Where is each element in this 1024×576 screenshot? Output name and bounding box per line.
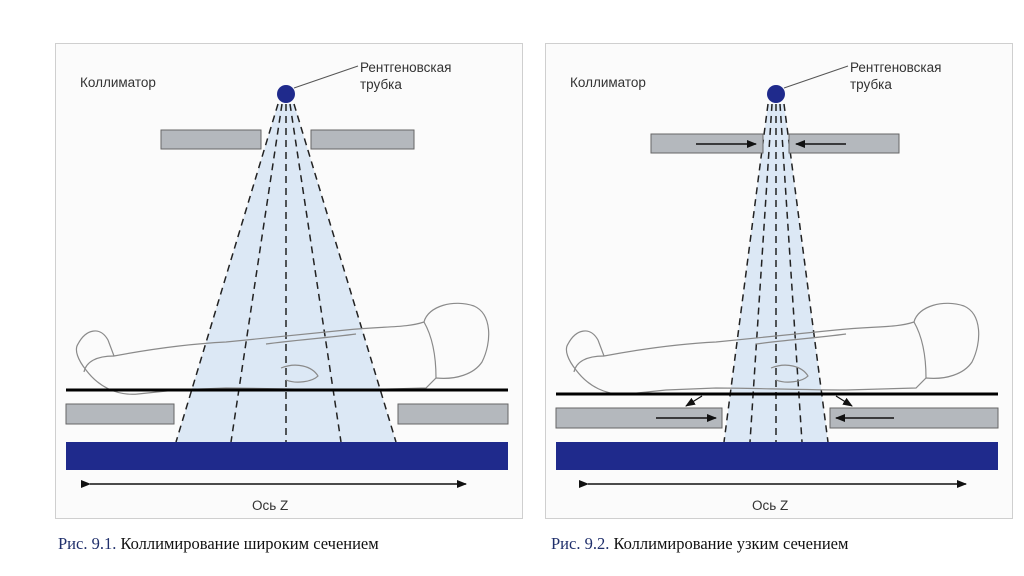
scatter-arrow-right bbox=[835, 395, 853, 407]
caption-text: Коллимирование узким сечением bbox=[613, 534, 849, 553]
figure-caption-wide: Рис. 9.1. Коллимирование широким сечение… bbox=[58, 534, 379, 554]
figure-narrow-collimation: Коллиматор Рентгеновская трубка Ось Z bbox=[545, 43, 1013, 519]
tube-label-line1: Рентгеновская bbox=[360, 60, 451, 75]
scatter-arrow-left bbox=[685, 395, 703, 407]
figure-caption-narrow: Рис. 9.2. Коллимирование узким сечением bbox=[551, 534, 848, 554]
wide-collimation-diagram: Коллиматор Рентгеновская трубка Ось Z bbox=[65, 60, 509, 513]
detector-collimator-right bbox=[829, 407, 999, 429]
xray-tube-icon bbox=[277, 85, 295, 103]
detector-collimator-right bbox=[397, 403, 509, 425]
caption-number: Рис. 9.1. bbox=[58, 534, 117, 553]
beam-rays bbox=[723, 103, 829, 443]
collimator-plate-left bbox=[160, 129, 262, 150]
detector-collimator-left bbox=[555, 407, 723, 429]
z-axis-label: Ось Z bbox=[752, 498, 788, 513]
figure-wide-collimation: Коллиматор Рентгеновская трубка Ось Z bbox=[55, 43, 523, 519]
patient-outline bbox=[75, 302, 490, 395]
caption-text: Коллимирование широким сечением bbox=[120, 534, 379, 553]
collimator-plate-right bbox=[310, 129, 415, 150]
z-axis-label: Ось Z bbox=[252, 498, 288, 513]
narrow-collimation-diagram: Коллиматор Рентгеновская трубка Ось Z bbox=[555, 60, 999, 513]
tube-leader-line bbox=[783, 65, 849, 89]
xray-tube-icon bbox=[767, 85, 785, 103]
detector-array bbox=[556, 442, 998, 470]
beam-rays bbox=[175, 103, 397, 443]
detector-array bbox=[66, 442, 508, 470]
tube-label-line2: трубка bbox=[360, 77, 402, 92]
tube-leader-line bbox=[293, 65, 359, 89]
collimator-label: Коллиматор bbox=[80, 75, 156, 90]
detector-collimator-left bbox=[65, 403, 175, 425]
collimator-label: Коллиматор bbox=[570, 75, 646, 90]
tube-label-line1: Рентгеновская bbox=[850, 60, 941, 75]
tube-label-line2: трубка bbox=[850, 77, 892, 92]
caption-number: Рис. 9.2. bbox=[551, 534, 610, 553]
